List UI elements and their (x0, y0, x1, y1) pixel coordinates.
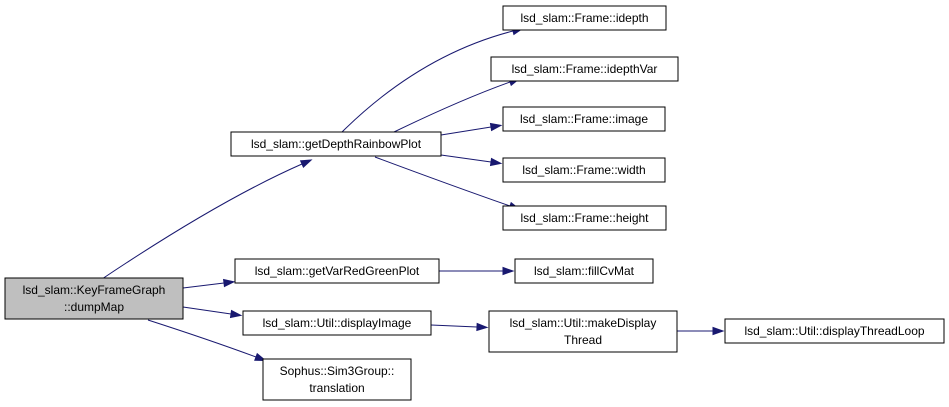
node-label: ::dumpMap (64, 300, 124, 314)
node-box (724, 318, 945, 344)
node-label: lsd_slam::getDepthRainbowPlot (251, 137, 422, 151)
node-box (502, 106, 666, 132)
edge-arrowhead (299, 159, 313, 169)
node-label: lsd_slam::getVarRedGreenPlot (255, 264, 420, 278)
node-box (242, 310, 432, 336)
edge-arrowhead (229, 309, 243, 319)
edge-root-to-getVarRedGreenPlot (182, 278, 236, 289)
edge-arrowhead (489, 122, 503, 132)
edge-makeDisplayThread-to-displayThreadLoop (677, 326, 725, 336)
edge-arrowhead (489, 157, 503, 167)
edge-arrowhead (222, 278, 236, 288)
edge-getDepthRainbowPlot-to-image (440, 122, 503, 136)
node-root[interactable]: lsd_slam::KeyFrameGraph::dumpMap (4, 277, 184, 320)
node-label: Sophus::Sim3Group:: (280, 364, 395, 378)
node-box (234, 258, 440, 284)
edge-arrowhead (476, 322, 489, 332)
node-box (502, 5, 667, 31)
edge-arrowhead (712, 326, 725, 336)
node-label: translation (309, 381, 364, 395)
edge-line (182, 306, 232, 315)
edge-line (393, 81, 511, 133)
call-graph-nodes: lsd_slam::KeyFrameGraph::dumpMaplsd_slam… (4, 5, 945, 401)
node-label: lsd_slam::Frame::idepthVar (512, 62, 658, 76)
edge-line (101, 163, 303, 280)
node-label: lsd_slam::Frame::image (520, 112, 648, 126)
edge-arrowhead (502, 266, 515, 276)
node-label: Thread (564, 333, 602, 347)
node-box (230, 131, 442, 157)
edge-getVarRedGreenPlot-to-fillCvMat (439, 266, 515, 276)
node-idepth[interactable]: lsd_slam::Frame::idepth (502, 5, 667, 31)
node-idepthVar[interactable]: lsd_slam::Frame::idepthVar (490, 56, 679, 82)
node-height[interactable]: lsd_slam::Frame::height (502, 205, 667, 231)
node-getDepthRainbowPlot[interactable]: lsd_slam::getDepthRainbowPlot (230, 131, 442, 157)
node-displayThreadLoop[interactable]: lsd_slam::Util::displayThreadLoop (724, 318, 945, 344)
node-label: lsd_slam::Frame::height (520, 211, 649, 225)
node-box (490, 56, 679, 82)
node-width[interactable]: lsd_slam::Frame::width (502, 157, 666, 183)
edge-getDepthRainbowPlot-to-height (374, 156, 521, 210)
node-label: lsd_slam::Util::displayImage (263, 316, 412, 330)
node-getVarRedGreenPlot[interactable]: lsd_slam::getVarRedGreenPlot (234, 258, 440, 284)
edge-displayImage-to-makeDisplayThread (430, 322, 489, 332)
node-fillCvMat[interactable]: lsd_slam::fillCvMat (514, 258, 654, 284)
edge-getDepthRainbowPlot-to-width (440, 154, 503, 167)
node-label: lsd_slam::Frame::idepth (520, 11, 648, 25)
node-box (488, 310, 678, 353)
edge-line (440, 154, 492, 163)
edge-getDepthRainbowPlot-to-idepthVar (393, 78, 521, 133)
node-box (514, 258, 654, 284)
node-box (502, 157, 666, 183)
node-label: lsd_slam::fillCvMat (534, 264, 635, 278)
edge-line (182, 282, 225, 289)
node-box (262, 358, 412, 401)
edge-line (374, 156, 511, 207)
edge-root-to-displayImage (182, 306, 243, 319)
call-graph-edges (101, 27, 725, 361)
node-label: lsd_slam::KeyFrameGraph (23, 283, 166, 297)
node-label: lsd_slam::Frame::width (522, 163, 645, 177)
node-label: lsd_slam::Util::makeDisplay (510, 316, 657, 330)
edge-line (430, 324, 478, 328)
edge-line (341, 30, 514, 133)
node-image[interactable]: lsd_slam::Frame::image (502, 106, 666, 132)
node-box (502, 205, 667, 231)
node-label: lsd_slam::Util::displayThreadLoop (744, 324, 924, 338)
edge-root-to-getDepthRainbowPlot (101, 159, 313, 280)
node-translation[interactable]: Sophus::Sim3Group::translation (262, 358, 412, 401)
edge-line (440, 126, 492, 136)
node-displayImage[interactable]: lsd_slam::Util::displayImage (242, 310, 432, 336)
node-box (4, 277, 184, 320)
edge-line (147, 319, 257, 358)
